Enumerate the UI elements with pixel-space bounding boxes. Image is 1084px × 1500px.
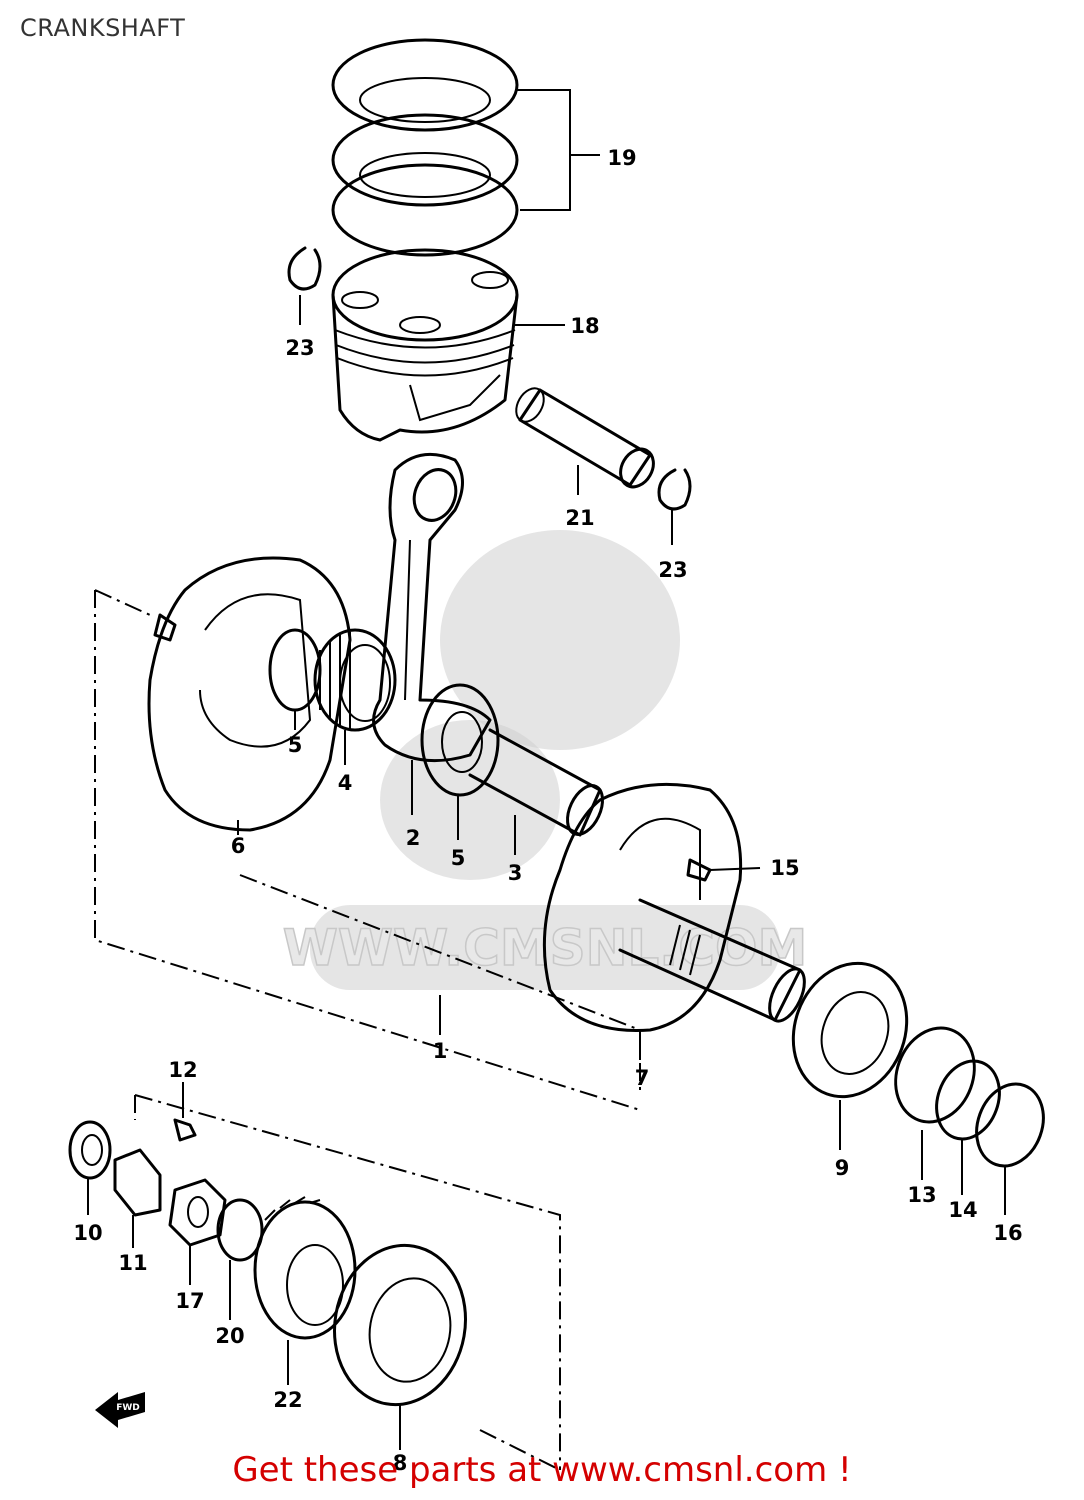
leader-21: [515, 89, 600, 211]
bearing-8: [332, 1243, 468, 1407]
screw-12: [173, 1118, 197, 1142]
thrust-washer-right-hole: [441, 711, 483, 773]
callout-19: 20: [215, 1324, 244, 1348]
callout-22: 21: [565, 506, 594, 530]
callout-23-lower: 23: [658, 558, 687, 582]
crank-web-left: [147, 556, 352, 832]
callout-18: 17: [175, 1289, 204, 1313]
assembly-line-1: [94, 589, 641, 1111]
callout-21: 19: [607, 146, 636, 170]
shim-13: [894, 1026, 976, 1124]
crank-web-right: [542, 782, 743, 1032]
callout-15: 16: [993, 1221, 1022, 1245]
callout-12: 12: [168, 1058, 197, 1082]
callout-17: 22: [273, 1388, 302, 1412]
piston: [331, 248, 519, 442]
fwd-arrow-icon: FWD: [95, 1392, 145, 1428]
cmsnl-banner-link[interactable]: Get these parts at www.cmsnl.com !: [232, 1450, 852, 1490]
washer-19: [216, 1198, 264, 1262]
callout-9: 9: [835, 1156, 850, 1180]
callout-20: 18: [570, 314, 599, 338]
callout-5-left: 5: [288, 733, 303, 757]
bearing-9: [791, 961, 909, 1099]
piston-pin: [515, 387, 655, 489]
thrust-washer-left: [268, 628, 322, 712]
oil-seal-10: [68, 1120, 112, 1180]
callout-10: 10: [73, 1221, 102, 1245]
assembly-line-3: [134, 1094, 561, 1471]
thrust-washer-right: [420, 683, 500, 797]
circlip-23-lower: [657, 468, 692, 511]
callout-2: 2: [406, 826, 421, 850]
callout-6: 6: [231, 834, 246, 858]
crankshaft-output-shaft: [618, 898, 806, 1023]
connecting-rod: [372, 452, 492, 763]
page-title: CRANKSHAFT: [20, 14, 186, 42]
fwd-arrow-label: FWD: [116, 1403, 140, 1413]
gear-17: [253, 1196, 357, 1340]
washer-14: [935, 1059, 1001, 1141]
callout-8: 8: [393, 1451, 408, 1475]
callout-5-right: 5: [451, 846, 466, 870]
circlip-23-upper: [287, 246, 322, 291]
retainer-plate-11: [113, 1148, 162, 1217]
callout-11: 11: [118, 1251, 147, 1275]
callout-7: 7: [635, 1066, 650, 1090]
callout-23-upper: 23: [285, 336, 314, 360]
leader-16: [709, 867, 761, 871]
nut-18-hole: [187, 1196, 209, 1228]
nut-18: [168, 1178, 227, 1247]
callout-14: 14: [948, 1198, 977, 1222]
piston-rings: [331, 38, 519, 257]
callout-1: 1: [433, 1039, 448, 1063]
callout-4: 4: [338, 771, 353, 795]
callout-16: 15: [770, 856, 799, 880]
nut-15: [975, 1082, 1045, 1168]
callout-3: 3: [508, 861, 523, 885]
assembly-line-2: [239, 874, 641, 1090]
oil-seal-10-inner: [81, 1134, 103, 1166]
callout-13: 13: [907, 1183, 936, 1207]
